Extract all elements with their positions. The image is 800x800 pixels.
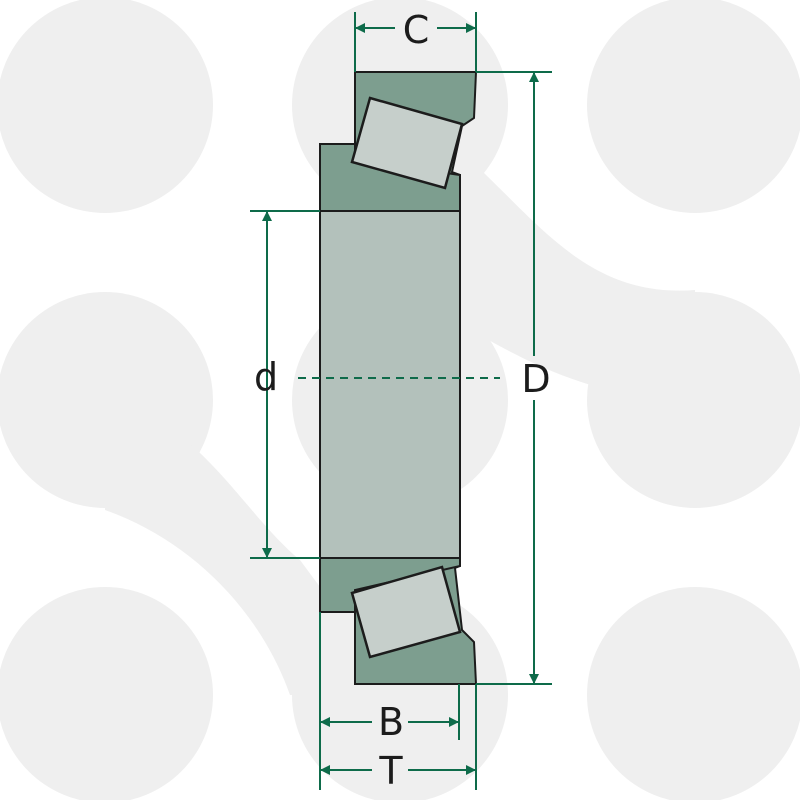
label-B: B — [378, 700, 404, 744]
bore-area — [319, 210, 461, 559]
roller-bottom — [350, 565, 462, 659]
label-C: C — [403, 8, 430, 52]
roller-top — [350, 96, 464, 190]
label-D: D — [521, 357, 550, 401]
dimension-lines — [250, 12, 552, 790]
label-T: T — [378, 749, 403, 793]
label-d: d — [254, 355, 278, 399]
